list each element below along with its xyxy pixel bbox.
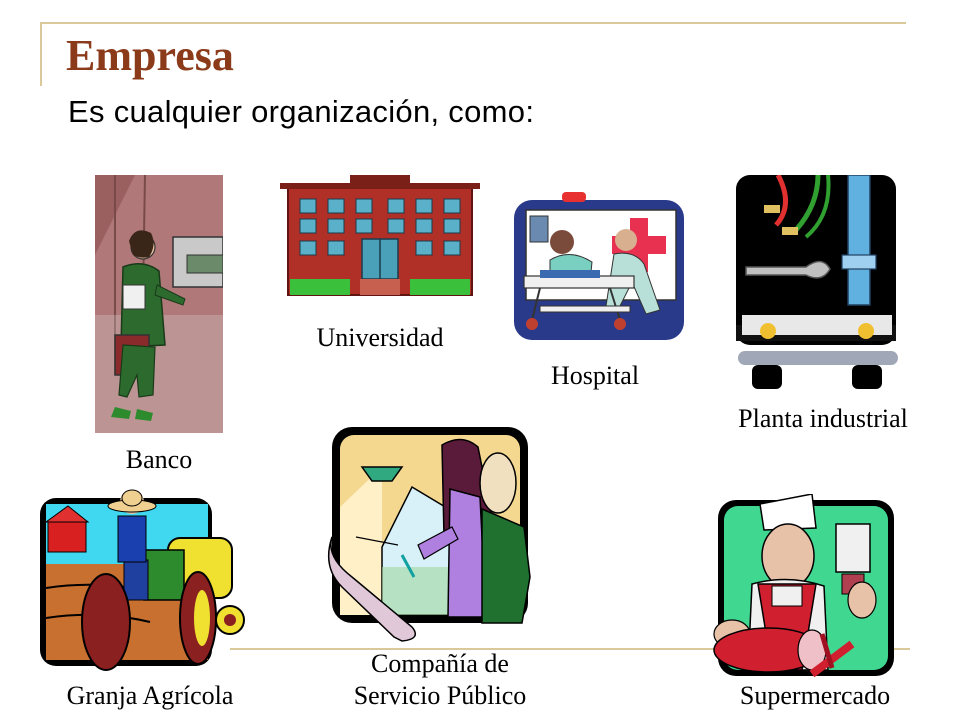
label-banco: Banco — [125, 445, 193, 474]
public-utility-clipart — [322, 427, 542, 643]
label-supermercado: Supermercado — [739, 681, 891, 710]
label-hospital: Hospital — [550, 361, 640, 390]
bank-clipart — [95, 175, 223, 433]
slide-subtitle: Es cualquier organización, como: — [68, 94, 535, 129]
label-universidad: Universidad — [316, 323, 444, 352]
hospital-clipart — [510, 190, 695, 340]
label-compania-line1: Compañía de — [371, 649, 509, 678]
slide-title: Empresa — [66, 31, 234, 80]
label-compania-servicio-publico: Compañía de Servicio Público — [300, 648, 580, 712]
decorative-bottom-line — [230, 648, 910, 650]
label-compania-line2: Servicio Público — [353, 681, 527, 710]
decorative-top-line — [40, 22, 906, 24]
farm-clipart — [40, 488, 245, 674]
label-granja-agricola: Granja Agrícola — [66, 681, 234, 710]
university-clipart — [280, 175, 480, 299]
decorative-left-line — [40, 22, 42, 86]
supermarket-clipart — [712, 494, 900, 680]
label-planta-industrial: Planta industrial — [738, 404, 908, 433]
factory-clipart — [736, 175, 898, 389]
